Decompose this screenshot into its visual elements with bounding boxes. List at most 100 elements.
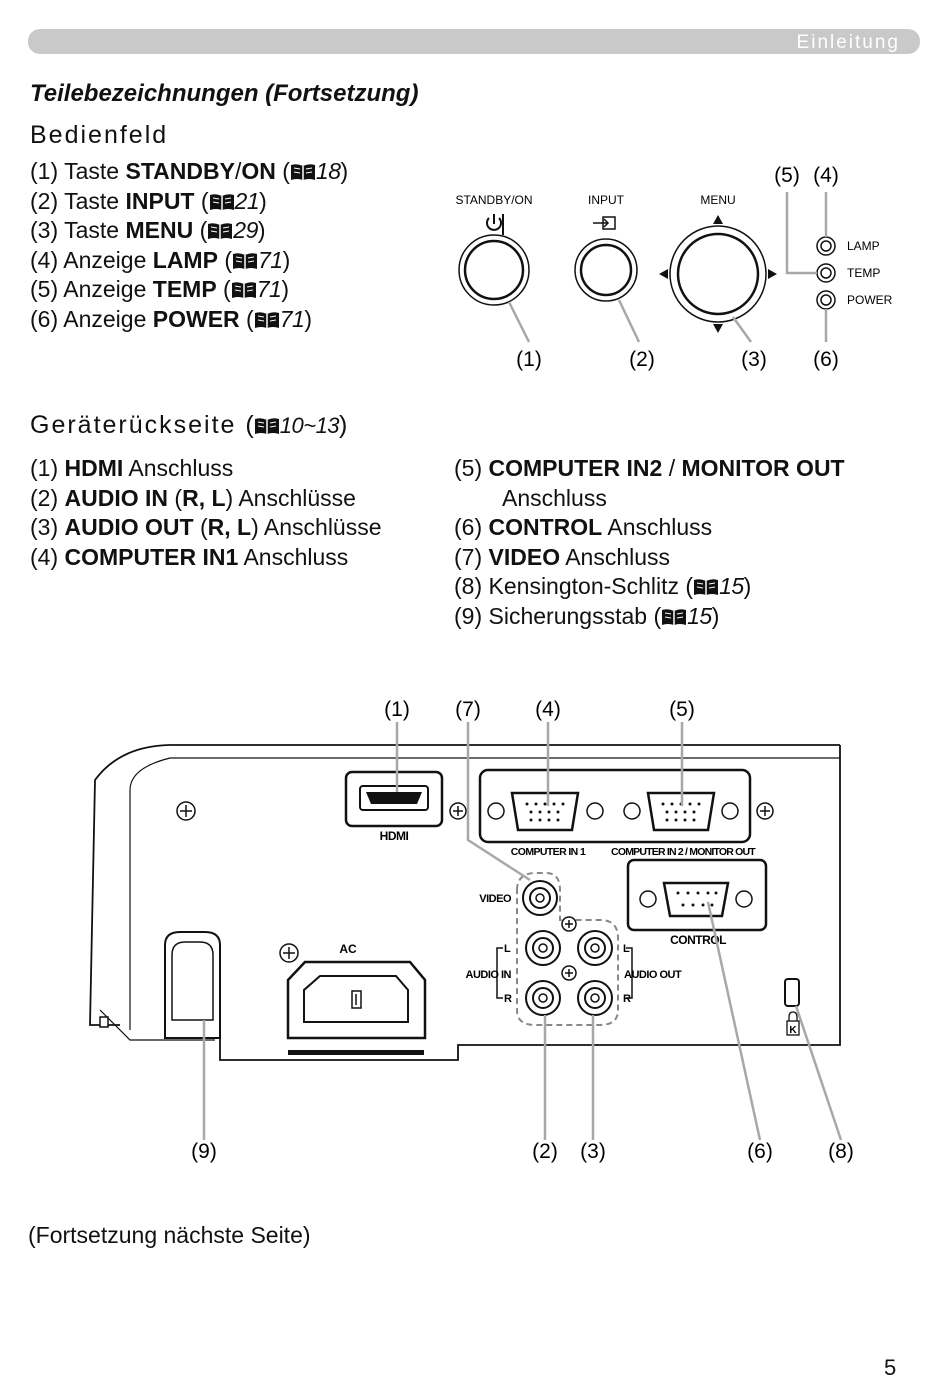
audio-in-label: AUDIO IN [466, 969, 512, 981]
l-label: L [623, 943, 630, 955]
callout-label: (6) [747, 1140, 773, 1163]
screw-icon [561, 916, 577, 932]
r-label: R [504, 993, 512, 1005]
lamp-label: LAMP [847, 239, 880, 253]
manual-book-icon [254, 418, 279, 434]
screw-icon [279, 943, 299, 963]
control-port [626, 858, 768, 932]
power-label: POWER [847, 293, 893, 307]
manual-book-icon [662, 609, 687, 625]
video-jack [522, 880, 558, 916]
audio-out-label: AUDIO OUT [624, 969, 682, 981]
rear-heading: Geräterückseite (10~13) [30, 411, 348, 439]
page-ref: 29 [233, 217, 258, 244]
list-item: (8) Kensington-Schlitz (15) [454, 573, 752, 600]
list-item: (6) Anzeige POWER (71) [30, 305, 312, 332]
screw-icon [176, 801, 196, 821]
list-item: (2) Taste INPUT (21) [30, 187, 267, 214]
computer-in2-label: COMPUTER IN 2 / MONITOR OUT [611, 846, 756, 858]
manual-book-icon [233, 252, 257, 269]
rear-list-right: (5) COMPUTER IN2 / MONITOR OUT Anschluss… [454, 454, 845, 632]
page-ref: 71 [256, 276, 282, 303]
audio-in-r-jack [525, 980, 561, 1016]
control-panel-heading: Bedienfeld [30, 121, 169, 149]
list-item: (5) COMPUTER IN2 / MONITOR OUT [454, 455, 845, 481]
manual-book-icon [694, 579, 719, 596]
audio-in-l-jack [525, 930, 561, 966]
page-ref: 71 [258, 246, 283, 273]
audio-out-r-jack [577, 980, 613, 1016]
list-item: (2) AUDIO IN (R, L) Anschlüsse [30, 484, 356, 511]
hdmi-port [344, 770, 444, 828]
manual-book-icon [254, 312, 279, 328]
manual-book-icon [290, 164, 315, 180]
chapter-label: Einleitung [796, 32, 900, 53]
callout-label: (1) [384, 698, 410, 721]
manual-book-icon [208, 223, 233, 240]
manual-book-icon [209, 193, 234, 210]
rear-panel-diagram: HDMI COMPUTER IN 1 COMPUTER IN 2 / MONIT… [89, 698, 854, 1163]
ac-inlet [286, 960, 427, 1055]
list-item: (3) AUDIO OUT (R, L) Anschlüsse [30, 514, 382, 541]
callout-label: (8) [828, 1140, 854, 1163]
page-ref: 15 [719, 573, 744, 600]
kensington-slot [784, 978, 800, 1007]
input-icon [593, 216, 616, 230]
control-label: CONTROL [670, 933, 726, 947]
list-item: (5) Anzeige TEMP (71) [30, 276, 289, 303]
callout-label: (2) [532, 1140, 558, 1163]
screw-icon [561, 965, 577, 981]
video-label: VIDEO [479, 893, 512, 905]
arrow-right-icon [768, 269, 777, 279]
arrow-down-icon [713, 324, 723, 333]
r-label: R [623, 993, 631, 1005]
list-item: (1) Taste STANDBY/ON (18) [30, 158, 349, 184]
input-label: INPUT [588, 193, 625, 207]
security-bar [99, 931, 221, 1039]
callout-label: (5) [774, 164, 800, 187]
callout-label: (3) [741, 348, 767, 371]
audio-out-l-jack [577, 930, 613, 966]
l-label: L [504, 943, 511, 955]
continued-note: (Fortsetzung nächste Seite) [28, 1222, 311, 1248]
list-item: (6) CONTROL Anschluss [454, 514, 713, 541]
callout-label: (7) [455, 698, 481, 721]
page-ref: 21 [234, 187, 260, 214]
list-item: (4) Anzeige LAMP (71) [30, 246, 291, 273]
callout-label: (2) [629, 348, 655, 371]
page-ref: 18 [315, 158, 341, 184]
ac-label: AC [339, 942, 357, 956]
page-ref: 15 [687, 602, 712, 629]
list-item: (1) HDMI Anschluss [30, 455, 234, 481]
control-panel-list: (1) Taste STANDBY/ON (18) (2) Taste INPU… [30, 157, 348, 335]
callout-label: (3) [580, 1140, 606, 1163]
header-bar: Einleitung [28, 29, 920, 54]
page-number: 5 [884, 1355, 897, 1380]
computer-in1-port [487, 791, 604, 832]
page-title: Teilebezeichnungen (Fortsetzung) [30, 80, 419, 107]
temp-label: TEMP [847, 266, 880, 280]
list-item: (3) Taste MENU (29) [30, 217, 266, 244]
arrow-left-icon [659, 269, 668, 279]
computer-in2-port [623, 791, 739, 832]
page-ref: 71 [279, 305, 305, 332]
screw-icon [449, 802, 467, 820]
power-icon [486, 214, 504, 235]
callout-label: (5) [669, 698, 695, 721]
rear-list-left: (1) HDMI Anschluss (2) AUDIO IN (R, L) A… [30, 454, 382, 572]
screw-icon [756, 802, 774, 820]
list-item: (9) Sicherungsstab (15) [454, 602, 720, 629]
callout-label: (4) [535, 698, 561, 721]
callout-label: (9) [191, 1140, 217, 1163]
list-item: (4) COMPUTER IN1 Anschluss [30, 543, 349, 570]
menu-label: MENU [700, 193, 735, 207]
computer-in1-label: COMPUTER IN 1 [511, 846, 586, 858]
arrow-up-icon [713, 215, 723, 224]
page-ref: 10~13 [279, 413, 340, 438]
callout-label: (6) [813, 348, 839, 371]
svg-text:K: K [789, 1025, 797, 1036]
manual-book-icon [231, 282, 256, 299]
list-item: (7) VIDEO Anschluss [454, 543, 671, 570]
hdmi-label: HDMI [380, 829, 409, 843]
lock-icon: K [786, 1011, 800, 1036]
